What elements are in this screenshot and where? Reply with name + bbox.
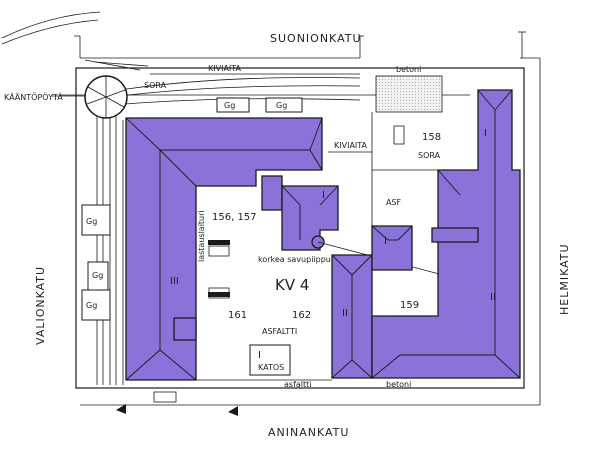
sora-label: SORA: [418, 151, 441, 160]
building-I-roof: [281, 185, 339, 240]
building-I-small-roof: [371, 225, 413, 241]
block-boundary: [75, 67, 525, 389]
chimney-label: korkea savupiippu: [258, 255, 331, 264]
katos-label: KATOS: [258, 363, 284, 372]
garage-label: Gg: [86, 217, 97, 226]
loading-dock-marker: [208, 240, 230, 245]
lot-number: 156, 157: [212, 212, 257, 223]
kerb-lines: [74, 31, 541, 406]
garage-label: Gg: [86, 301, 97, 310]
floor-count-label: II: [342, 308, 348, 319]
asf-label: ASF: [386, 198, 402, 207]
asfaltti-center-label: ASFALTTI: [262, 327, 297, 336]
betoni-label: betoni: [396, 65, 421, 74]
building-III-roof: [125, 117, 323, 381]
garage-building: [81, 289, 111, 321]
betoni-label: betoni: [386, 380, 411, 389]
garage-building: [265, 97, 303, 113]
kiviaita-label: KIVIAITA: [208, 64, 242, 73]
katos-shelter: [249, 344, 291, 376]
lot-number: 162: [292, 310, 311, 321]
lot-number: 159: [400, 300, 419, 311]
garage-building: [81, 204, 111, 236]
concrete-paving: [375, 75, 443, 113]
street-name-north: SUONIONKATU: [270, 32, 362, 45]
floor-count-label: I: [322, 190, 325, 201]
building-I: [281, 185, 339, 251]
curved-road-edge: [1, 19, 99, 45]
loading-dock-label: lastauslaituri: [197, 210, 206, 262]
building-II-east-roof: [371, 89, 521, 379]
building-I-small: [371, 225, 413, 271]
garage-label: Gg: [276, 101, 287, 110]
kiviaita-label: KIVIAITA: [334, 141, 368, 150]
building-II-east-gable: [431, 227, 479, 243]
entrance-arrow: [116, 404, 126, 414]
turntable-label: KÄÄNTÖPÖYTÄ: [4, 92, 63, 102]
curved-road-edge: [1, 11, 101, 39]
entrance-arrow: [228, 406, 238, 416]
floor-count-label: I: [384, 236, 387, 247]
building-III: [125, 117, 323, 381]
street-name-west: VALIONKATU: [34, 266, 47, 345]
garage-label: Gg: [224, 101, 235, 110]
katos-floor-label: I: [258, 350, 261, 361]
loading-dock-marker: [208, 245, 230, 257]
street-name-east: HELMIKATU: [558, 243, 571, 315]
floor-count-label: I: [484, 128, 487, 139]
street-name-south: ANINANKATU: [268, 426, 349, 439]
parked-car: [153, 391, 177, 403]
turntable: [84, 75, 128, 119]
floor-count-label: II: [490, 292, 496, 303]
parked-car: [393, 125, 405, 145]
lot-number: 158: [422, 132, 441, 143]
loading-dock-marker: [208, 287, 230, 299]
loading-dock-marker: [208, 292, 230, 297]
sora-label: SORA: [144, 81, 167, 90]
building-I-gable: [261, 175, 283, 211]
floor-count-label: III: [170, 276, 179, 287]
lot-number: 161: [228, 310, 247, 321]
building-II-center-roof: [331, 254, 373, 379]
garage-label: Gg: [92, 271, 103, 280]
garage-building: [216, 97, 250, 113]
building-I-gable: [173, 317, 197, 341]
asfaltti-label: asfaltti: [284, 380, 312, 389]
block-label: KV 4: [275, 276, 309, 294]
